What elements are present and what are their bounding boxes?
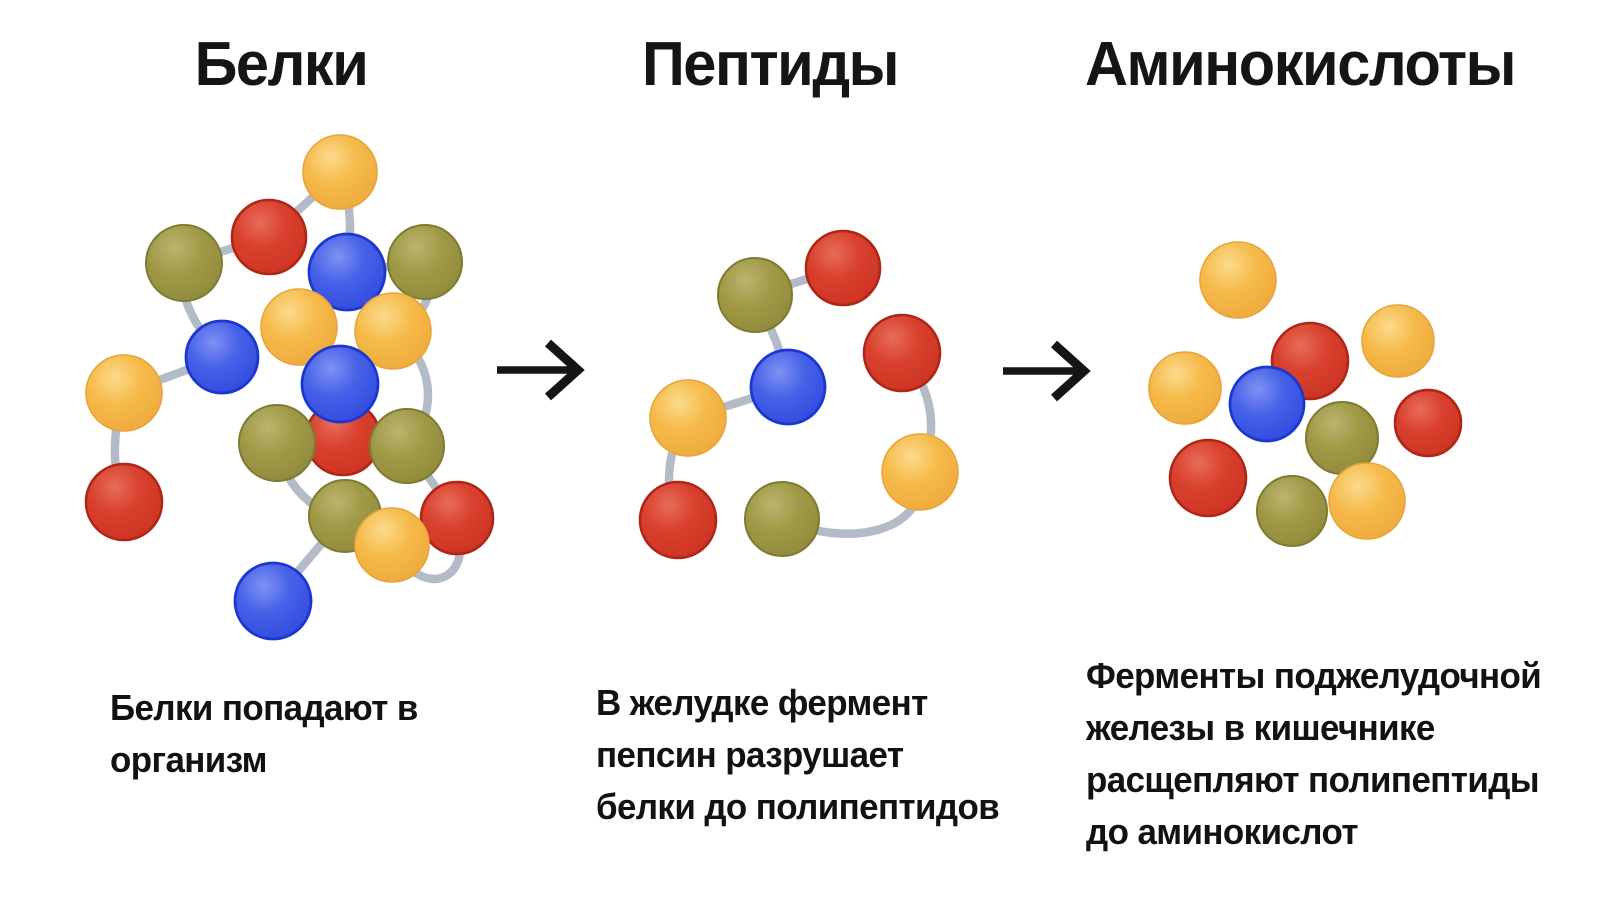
red-molecule-ball: [1168, 438, 1248, 518]
yellow-molecule-ball: [354, 292, 432, 370]
yellow-molecule-ball: [354, 507, 430, 583]
stage-title-amino-acids: Аминокислоты: [1084, 30, 1516, 99]
blue-molecule-ball: [184, 319, 260, 395]
arrow-right-icon: [497, 339, 585, 401]
red-molecule-ball: [862, 313, 942, 393]
caption-line: до аминокислот: [1086, 811, 1358, 852]
yellow-molecule-ball: [1148, 351, 1222, 425]
stage-title-proteins: Белки: [194, 30, 369, 99]
olive-molecule-ball: [744, 481, 820, 557]
blue-molecule-ball: [307, 232, 387, 312]
olive-molecule-ball: [145, 224, 223, 302]
red-molecule-ball: [804, 229, 882, 307]
yellow-molecule-ball: [649, 379, 727, 457]
red-molecule-ball: [638, 480, 718, 560]
yellow-molecule-ball: [1328, 462, 1406, 540]
stage-title-peptides: Пептиды: [641, 30, 900, 99]
red-molecule-ball: [419, 480, 495, 556]
olive-molecule-ball: [238, 404, 316, 482]
yellow-molecule-ball: [260, 288, 338, 366]
blue-molecule-ball: [1228, 365, 1306, 443]
caption-line: железы в кишечнике: [1086, 707, 1435, 748]
blue-molecule-ball: [233, 561, 313, 641]
yellow-molecule-ball: [85, 354, 163, 432]
molecule-peptides: [638, 229, 959, 560]
yellow-molecule-ball: [1199, 241, 1277, 319]
yellow-molecule-ball: [302, 134, 378, 210]
red-molecule-ball: [84, 462, 164, 542]
olive-molecule-ball: [1256, 475, 1328, 547]
molecule-amino-acids: [1148, 241, 1463, 547]
caption-line: белки до полипептидов: [596, 786, 1000, 827]
arrow-right-icon: [1003, 340, 1091, 402]
blue-molecule-ball: [749, 348, 827, 426]
caption-line: пепсин разрушает: [596, 734, 904, 775]
stage-caption-amino-acids: Ферменты поджелудочной железы в кишечник…: [1086, 650, 1542, 858]
red-molecule-ball: [1393, 388, 1463, 458]
molecule-proteins: [84, 134, 495, 641]
yellow-molecule-ball: [881, 433, 959, 511]
olive-molecule-ball: [369, 408, 445, 484]
caption-line: организм: [110, 739, 267, 780]
yellow-molecule-ball: [1361, 304, 1435, 378]
stage-caption-peptides: В желудке фермент пепсин разрушает белки…: [596, 677, 1000, 833]
stage-caption-proteins: Белки попадают в организм: [110, 682, 418, 786]
blue-molecule-ball: [300, 344, 380, 424]
olive-molecule-ball: [387, 224, 463, 300]
olive-molecule-ball: [717, 257, 793, 333]
caption-line: расщепляют полипептиды: [1086, 759, 1540, 800]
red-molecule-ball: [230, 198, 308, 276]
caption-line: Ферменты поджелудочной: [1086, 655, 1542, 696]
caption-line: В желудке фермент: [596, 682, 928, 723]
caption-line: Белки попадают в: [110, 687, 418, 728]
